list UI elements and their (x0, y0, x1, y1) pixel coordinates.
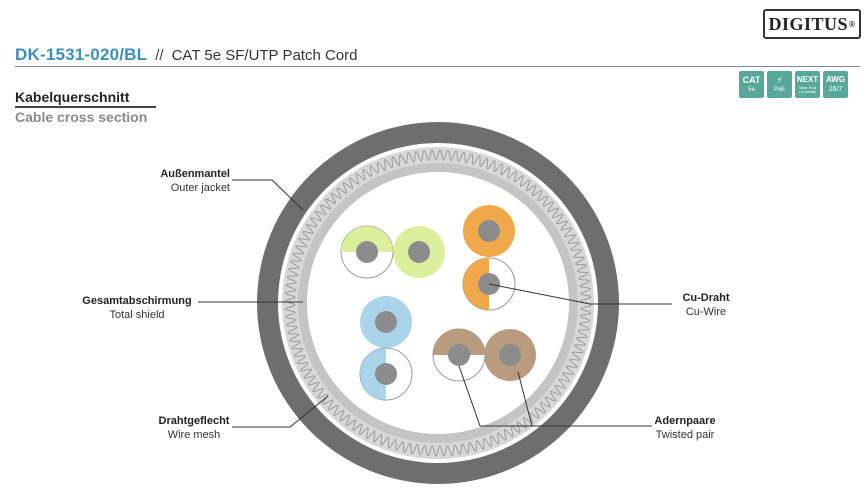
badge-subtext: 26/7 (828, 86, 843, 93)
label-de: Gesamtabschirmung (82, 295, 192, 307)
wire-green-stripe (341, 226, 393, 252)
label-de: Cu-Draht (682, 292, 730, 304)
section-title-english: Cable cross section (15, 109, 148, 125)
label-de: Außenmantel (160, 168, 230, 180)
badge-subtext: 5e (748, 87, 755, 93)
leader-line-cu-wire (488, 283, 672, 305)
logo-text: DIGITUS (768, 13, 849, 34)
section-title-german: Kabelquerschnitt (15, 89, 130, 105)
label-en: Twisted pair (655, 429, 715, 441)
registered-mark: ® (849, 19, 856, 29)
header-divider (15, 66, 860, 67)
label-de: Adernpaare (654, 415, 716, 427)
badge-text: NEXT (796, 74, 819, 84)
label-en: Total shield (109, 309, 165, 321)
badge-subtext: Near End Crosstalk (799, 84, 816, 94)
model-number: DK-1531-020/BL (15, 45, 148, 64)
wire-mesh-wave (284, 149, 592, 457)
label-twisted-pair: Adernpaare Twisted pair (640, 414, 730, 442)
wire-brown-stripe (433, 329, 485, 355)
badge-text: AWG (825, 75, 846, 84)
label-wire-mesh: Drahtgeflecht Wire mesh (143, 414, 245, 442)
copper-core (478, 220, 500, 242)
next-badge-icon: NEXT Near End Crosstalk (795, 71, 820, 98)
badge-text: ⚡ (776, 75, 783, 85)
wire-pair-green (340, 225, 445, 279)
awg-badge-icon: AWG 26/7 (823, 71, 848, 98)
copper-core (499, 344, 521, 366)
copper-core (375, 363, 397, 385)
label-en: Wire mesh (167, 429, 221, 441)
product-name: CAT 5e SF/UTP Patch Cord (171, 47, 358, 64)
leader-line-twisted-pair (458, 365, 652, 427)
feature-badges: CAT 5e ⚡ PoE NEXT Near End Crosstalk AWG… (739, 71, 848, 98)
document-header: DK-1531-020/BL // CAT 5e SF/UTP Patch Co… (15, 45, 860, 65)
wire-pair-blue (359, 296, 413, 401)
digitus-logo: DIGITUS® (763, 9, 861, 39)
poe-badge-icon: ⚡ PoE (767, 71, 792, 98)
label-total-shield: Gesamtabschirmung Total shield (76, 294, 198, 322)
label-en: Cu-Wire (685, 306, 727, 318)
copper-core (448, 344, 470, 366)
copper-core (408, 241, 430, 263)
label-cu-wire: Cu-Draht Cu-Wire (666, 291, 746, 319)
header-separator: // (155, 47, 164, 64)
label-outer-jacket: Außenmantel Outer jacket (128, 167, 230, 195)
section-title-underline (15, 106, 156, 108)
cat5e-badge-icon: CAT 5e (739, 71, 764, 98)
copper-core (356, 241, 378, 263)
label-de: Drahtgeflecht (158, 415, 230, 427)
leader-line-twisted-pair-b (517, 371, 533, 427)
wire-blue-stripe (360, 348, 386, 400)
label-en: Outer jacket (170, 182, 230, 194)
badge-subtext: PoE (773, 87, 786, 93)
cable-core (307, 172, 569, 434)
leader-line-outer-jacket (232, 179, 304, 211)
leader-line-wire-mesh (232, 395, 329, 428)
badge-text: CAT (742, 75, 761, 85)
wire-pair-brown (432, 328, 536, 382)
wire-orange-stripe (463, 258, 489, 310)
copper-core (375, 311, 397, 333)
